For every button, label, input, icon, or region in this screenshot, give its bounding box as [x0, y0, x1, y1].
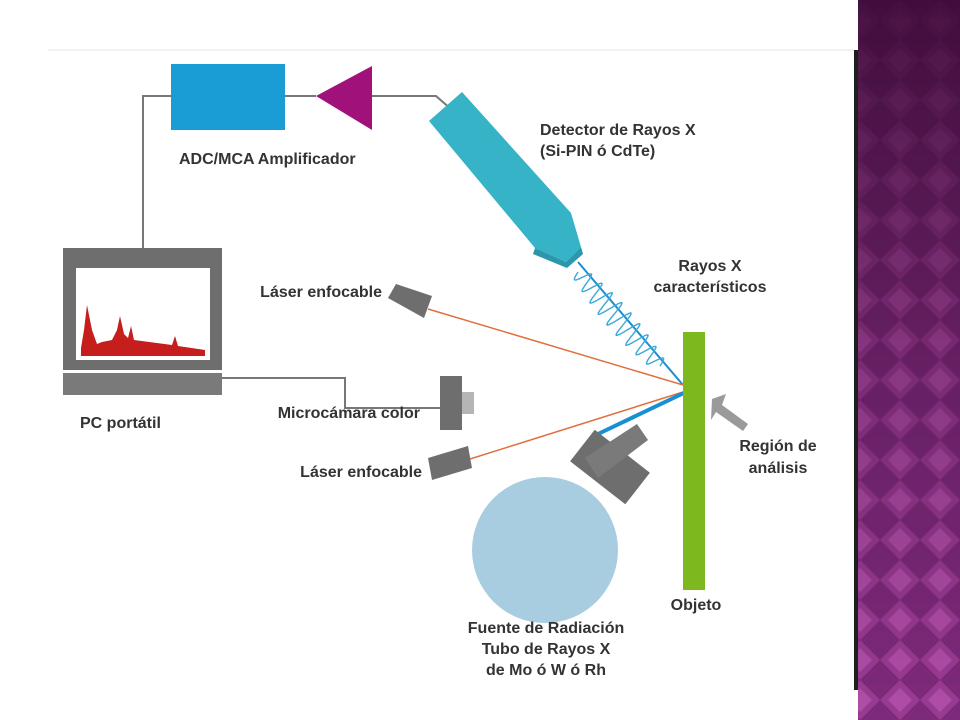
- object-slab: [683, 332, 705, 590]
- primary-beam: [597, 390, 687, 436]
- xray-beam: [577, 261, 684, 386]
- amplifier-triangle: [316, 66, 372, 130]
- xrays-label-line1: Rayos X: [678, 258, 742, 275]
- detector-label-line2: (Si-PIN ó CdTe): [540, 143, 656, 160]
- wiring: [142, 95, 453, 409]
- adc-mca-box: [171, 64, 285, 130]
- source-label-line1: Fuente de Radiación: [467, 620, 625, 637]
- laser-bottom: [428, 446, 472, 480]
- source-label-line2: Tubo de Rayos X: [481, 641, 611, 658]
- pc-label: PC portátil: [80, 415, 161, 432]
- region-label-line1: Región de: [739, 438, 817, 455]
- region-arrow: [711, 394, 748, 431]
- laser-top-label: Láser enfocable: [260, 284, 382, 301]
- detector-label-line1: Detector de Rayos X: [540, 122, 696, 139]
- object-label: Objeto: [670, 597, 722, 614]
- xray-detector: [429, 92, 583, 268]
- laser-bottom-label: Láser enfocable: [300, 464, 422, 481]
- side-panel: [854, 0, 960, 720]
- laser-top: [388, 284, 432, 318]
- micro-camera: [440, 376, 474, 430]
- characteristic-xray-coil: [573, 271, 665, 367]
- region-label-line2: análisis: [748, 460, 808, 477]
- adc-amplifier-label: ADC/MCA Amplificador: [179, 151, 356, 168]
- xray-source: [472, 424, 650, 623]
- xrays-label-line2: característicos: [653, 279, 767, 296]
- laser-beams: [427, 308, 684, 460]
- pc-laptop: [63, 248, 222, 395]
- camera-label: Microcámara color: [277, 405, 420, 422]
- source-label-line3: de Mo ó W ó Rh: [486, 662, 606, 679]
